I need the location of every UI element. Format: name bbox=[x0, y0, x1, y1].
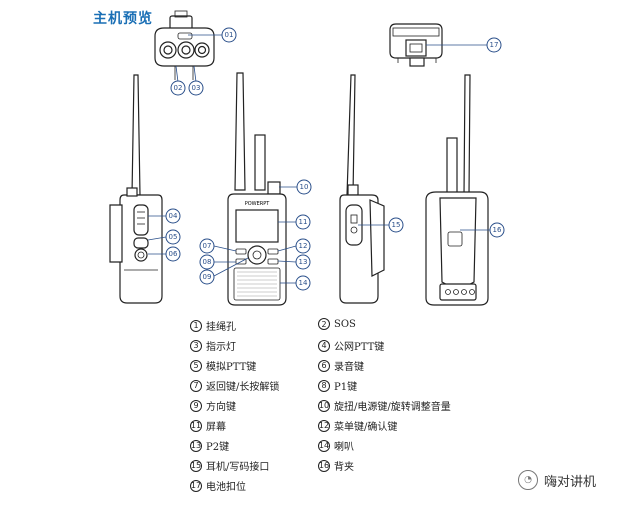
callout-6: 06 bbox=[165, 246, 181, 262]
svg-text:15: 15 bbox=[392, 221, 401, 229]
callout-13: 13 bbox=[295, 254, 311, 270]
callout-3: 03 bbox=[188, 80, 204, 96]
callout-11: 11 bbox=[295, 214, 311, 230]
svg-text:14: 14 bbox=[299, 279, 308, 287]
left-side-view bbox=[109, 74, 163, 304]
back-view bbox=[425, 74, 489, 306]
callout-7: 07 bbox=[199, 238, 215, 254]
svg-text:05: 05 bbox=[169, 233, 178, 241]
page-title: 主机预览 bbox=[93, 11, 153, 27]
svg-text:07: 07 bbox=[203, 242, 212, 250]
svg-text:01: 01 bbox=[225, 31, 234, 39]
wechat-icon: ◔ bbox=[518, 470, 538, 490]
svg-text:12: 12 bbox=[299, 242, 308, 250]
callouts: 01 02 03 04 05 06 07 08 09 10 11 12 13 1… bbox=[165, 27, 505, 291]
svg-text:04: 04 bbox=[169, 212, 178, 220]
brand-label: POWERPT bbox=[245, 201, 271, 207]
callout-14: 14 bbox=[295, 275, 311, 291]
svg-text:02: 02 bbox=[174, 84, 183, 92]
svg-text:17: 17 bbox=[490, 41, 499, 49]
speaker-grille bbox=[233, 267, 281, 301]
svg-text:08: 08 bbox=[203, 258, 212, 266]
leader-lines bbox=[147, 34, 490, 284]
screen bbox=[235, 209, 279, 243]
watermark-text: 嗨对讲机 bbox=[544, 474, 597, 490]
top-view bbox=[154, 10, 215, 80]
back-clip bbox=[439, 197, 477, 288]
svg-text:03: 03 bbox=[192, 84, 201, 92]
callout-5: 05 bbox=[165, 229, 181, 245]
callout-8: 08 bbox=[199, 254, 215, 270]
callout-10: 10 bbox=[296, 179, 312, 195]
callout-9: 09 bbox=[199, 269, 215, 285]
callout-4: 04 bbox=[165, 208, 181, 224]
svg-text:06: 06 bbox=[169, 250, 178, 258]
svg-text:13: 13 bbox=[299, 258, 308, 266]
callout-2: 02 bbox=[170, 80, 186, 96]
front-view: POWERPT bbox=[227, 72, 287, 306]
bottom-view bbox=[389, 23, 443, 67]
svg-text:09: 09 bbox=[203, 273, 212, 281]
svg-text:11: 11 bbox=[299, 218, 308, 226]
svg-text:16: 16 bbox=[493, 226, 502, 234]
callout-12: 12 bbox=[295, 238, 311, 254]
right-side-view bbox=[339, 74, 385, 304]
callout-16: 16 bbox=[489, 222, 505, 238]
callout-15: 15 bbox=[388, 217, 404, 233]
callout-1: 01 bbox=[221, 27, 237, 43]
d-pad bbox=[247, 245, 267, 265]
svg-text:10: 10 bbox=[300, 183, 309, 191]
callout-17: 17 bbox=[486, 37, 502, 53]
watermark: ◔ 嗨对讲机 bbox=[518, 470, 596, 490]
